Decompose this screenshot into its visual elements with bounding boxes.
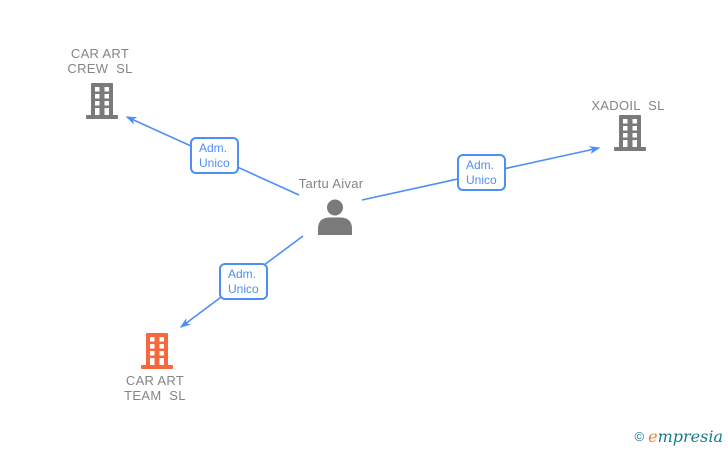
company-label-line: CAR ART [125, 373, 185, 388]
brand-rest: mpresia [657, 427, 723, 446]
relationship-label-team: Adm.Unico [219, 263, 268, 300]
relationship-label-crew: Adm.Unico [190, 137, 239, 174]
building-icon-car-art-crew[interactable] [85, 83, 119, 119]
relationship-label-xadoil: Adm.Unico [457, 154, 506, 191]
company-label-line: CAR ART [70, 46, 130, 61]
relationship-label-line: Adm. [228, 267, 257, 281]
relationship-label-line: Unico [199, 156, 230, 170]
company-label-xadoil[interactable]: XADOIL SL [563, 98, 693, 113]
brand-initial: e [648, 427, 658, 446]
company-label-line: XADOIL SL [591, 98, 665, 113]
relationship-label-line: Unico [228, 282, 259, 296]
relationship-label-line: Unico [466, 173, 497, 187]
company-label-line: CREW SL [67, 61, 133, 76]
building-icon-car-art-team[interactable] [140, 333, 174, 369]
empresia-logo[interactable]: © empresia [635, 427, 723, 446]
person-name[interactable]: Tartu Aivar [298, 176, 364, 191]
building-icon-xadoil[interactable] [613, 115, 647, 151]
relationship-label-line: Adm. [199, 141, 228, 155]
relationship-label-line: Adm. [466, 158, 495, 172]
company-label-line: TEAM SL [124, 388, 186, 403]
copyright-icon: © [634, 429, 645, 444]
person-icon[interactable] [316, 198, 354, 236]
brand-wordmark: empresia [648, 427, 723, 446]
